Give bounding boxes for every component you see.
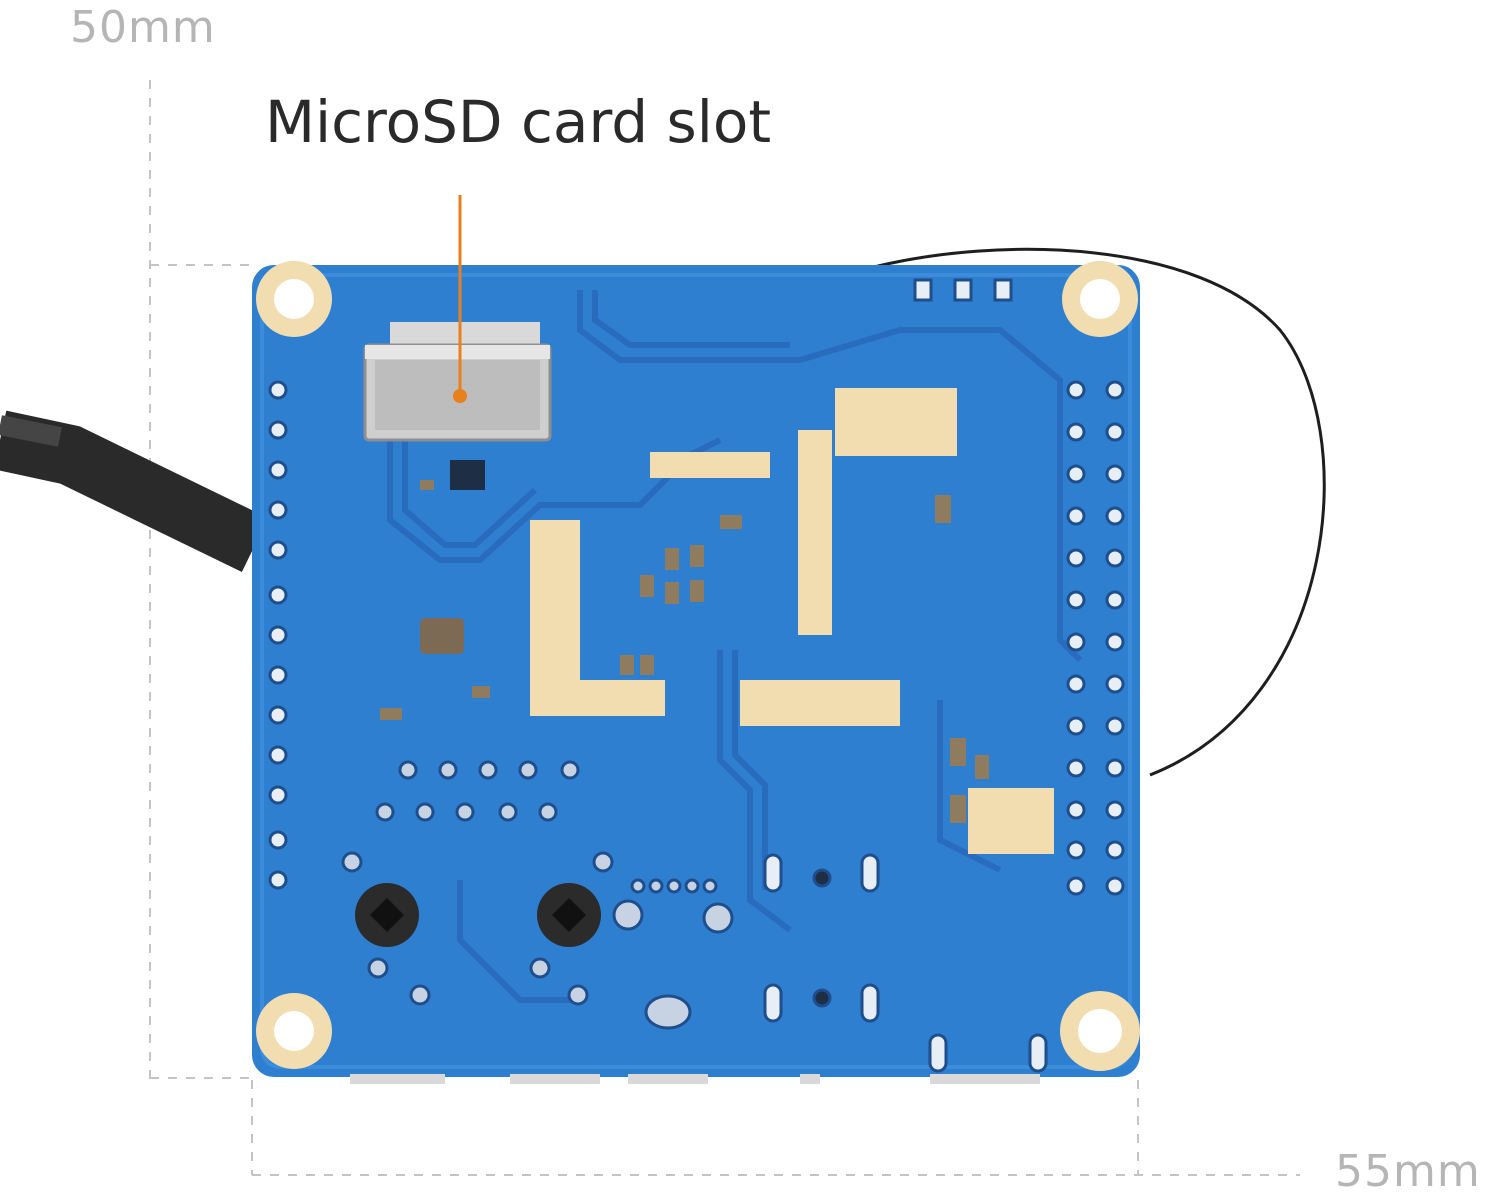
- gold-pads: [530, 388, 1054, 854]
- smd-components: [380, 460, 989, 823]
- right-header-pins: [1066, 380, 1125, 896]
- microsd-slot: [363, 322, 552, 442]
- microsd-callout-label: MicroSD card slot: [265, 88, 772, 156]
- mounting-holes: [256, 261, 1140, 1071]
- via-rows: [375, 760, 718, 894]
- dimension-guides: [149, 80, 1300, 1176]
- bottom-ports: [350, 1074, 1040, 1084]
- height-dimension-label: 50mm: [70, 2, 216, 53]
- antenna-wire: [869, 247, 1326, 777]
- button-pads: [341, 851, 734, 1030]
- width-dimension-label: 55mm: [1335, 1146, 1481, 1197]
- connector-pads: [763, 853, 1048, 1073]
- callout-pointer: [453, 195, 467, 403]
- top-pins: [913, 278, 1013, 302]
- power-cable: [0, 410, 269, 572]
- pcb-traces: [387, 290, 1083, 1003]
- left-header-pins: [268, 380, 288, 890]
